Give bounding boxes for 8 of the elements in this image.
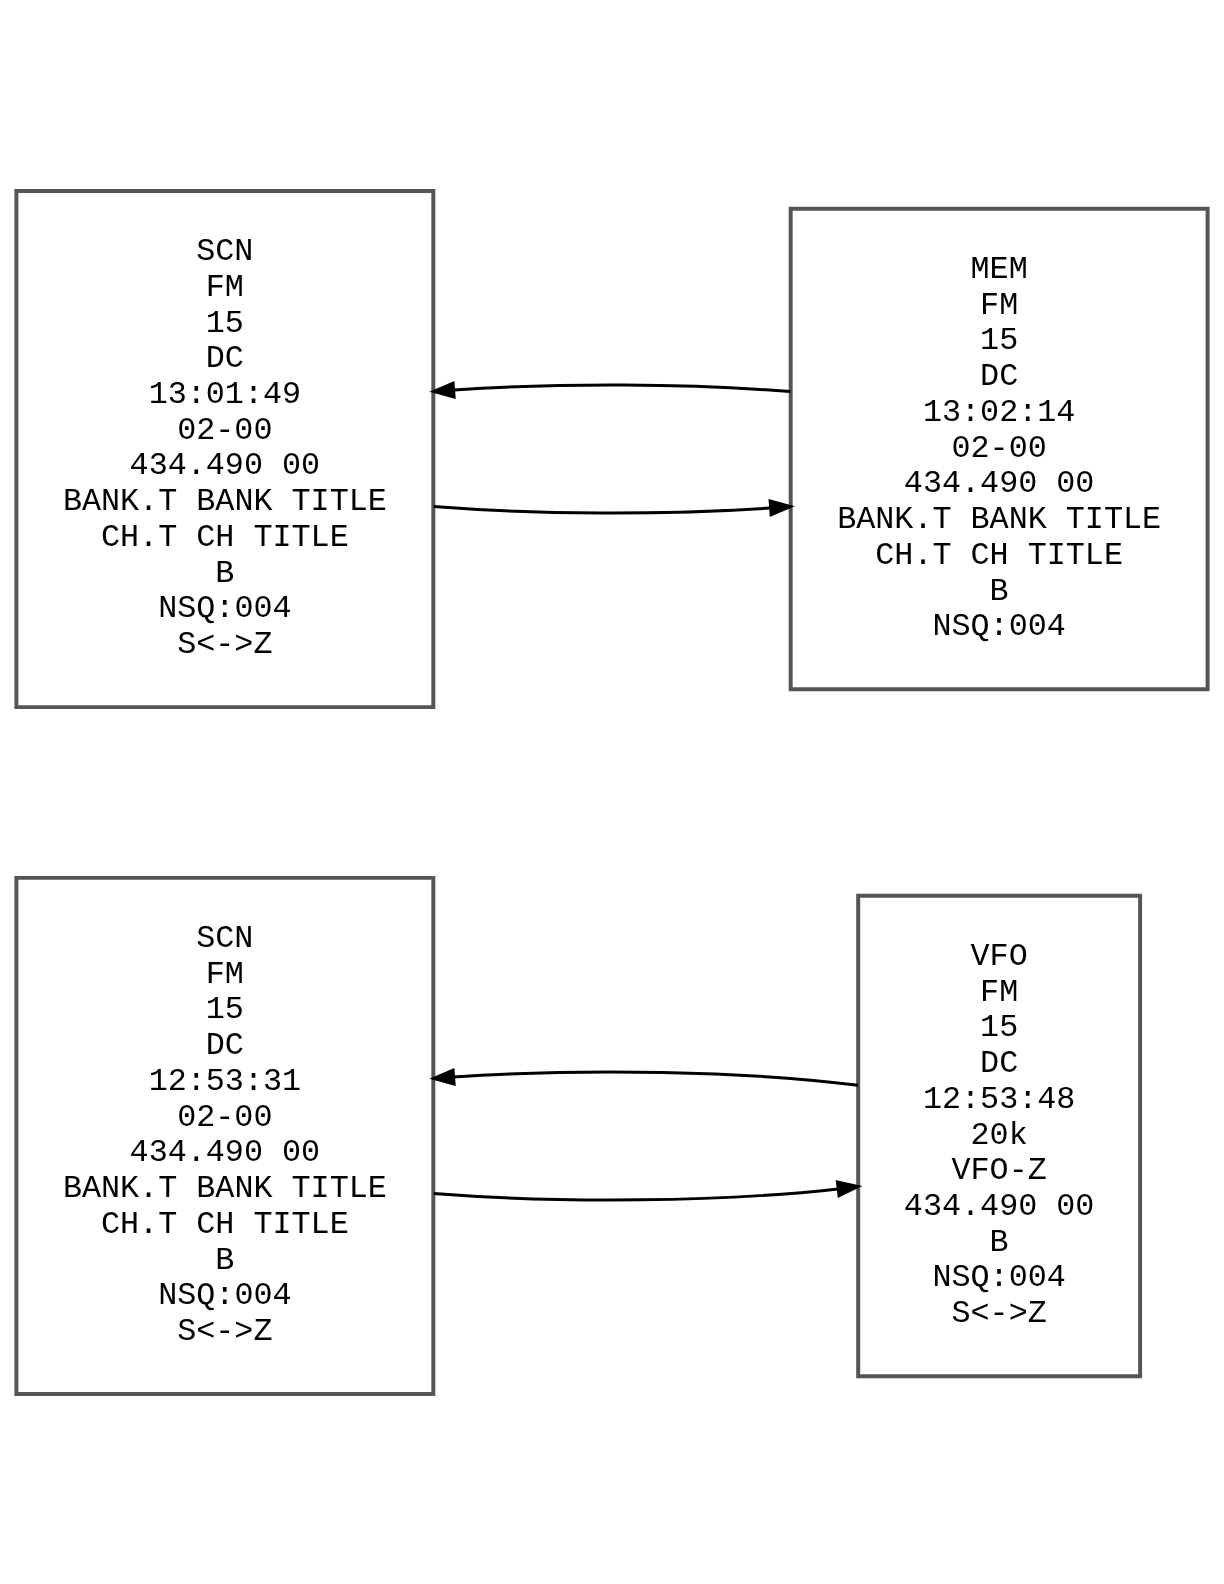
arrow [433, 1179, 863, 1201]
node-box: SCN FM 15 DC 12:53:31 02-00 434.490 00 BANK.T BANK TITLE CH.T CH TITLE B NSQ:004 S<->Z [14, 875, 436, 1396]
arrow [433, 498, 795, 517]
arrow [429, 380, 791, 399]
node-box: MEM FM 15 DC 13:02:14 02-00 434.490 00 BANK.T BANK TITLE CH.T CH TITLE B NSQ:004 [788, 206, 1210, 691]
node-box: SCN FM 15 DC 13:01:49 02-00 434.490 00 BANK.T BANK TITLE CH.T CH TITLE B NSQ:004 S<->Z [14, 188, 436, 709]
node-box: VFO FM 15 DC 12:53:48 20k VFO-Z 434.490 00 B NSQ:004 S<->Z [856, 893, 1143, 1378]
arrow [429, 1067, 859, 1087]
